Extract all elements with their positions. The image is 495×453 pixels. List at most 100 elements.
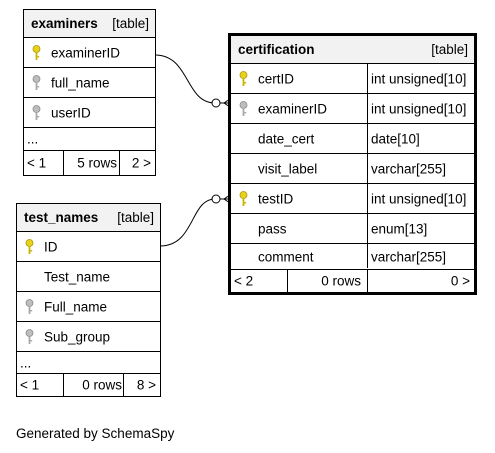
column-name: full_name <box>51 75 110 90</box>
column-row-pass[interactable]: pass enum[13] <box>231 214 474 243</box>
divider <box>231 243 474 244</box>
table-footer: < 1 0 rows 8 > <box>17 374 160 396</box>
column-row-ID[interactable]: ID <box>17 232 160 261</box>
column-row-visit_label[interactable]: visit_label varchar[255] <box>231 154 474 183</box>
index-key-icon <box>25 298 34 314</box>
divider <box>231 123 474 124</box>
divider <box>123 374 124 396</box>
primary-key-icon <box>25 238 34 254</box>
column-row-Full_name[interactable]: Full_name <box>17 292 160 321</box>
divider <box>231 183 474 184</box>
divider <box>231 153 474 154</box>
table-kind: [table] <box>431 42 468 57</box>
divider <box>231 269 474 270</box>
column-row-certID[interactable]: certID int unsigned[10] <box>231 64 474 93</box>
column-name: Test_name <box>44 269 111 284</box>
edge-zero-marker <box>211 98 221 108</box>
column-name: visit_label <box>258 161 318 176</box>
column-type: int unsigned[10] <box>371 191 467 206</box>
column-row-comment[interactable]: comment varchar[255] <box>231 244 474 269</box>
column-name: ID <box>44 239 58 254</box>
index-key-icon <box>32 74 41 90</box>
footer-rows: 0 rows <box>82 377 122 393</box>
footer-parents: < 1 <box>20 377 40 393</box>
ellipsis-row: ... <box>17 352 160 373</box>
column-name: certID <box>258 71 295 86</box>
primary-key-icon <box>239 70 248 86</box>
more-columns-ellipsis: ... <box>27 131 39 147</box>
divider <box>367 270 368 292</box>
divider <box>17 351 160 352</box>
column-name: Sub_group <box>44 329 111 344</box>
column-row-examinerID[interactable]: examinerID <box>24 38 155 67</box>
column-type: int unsigned[10] <box>371 71 467 86</box>
table-test_names[interactable]: test_names [table] ID Test_name Full_nam… <box>16 203 161 397</box>
column-name: examinerID <box>51 45 121 60</box>
footer-children: 2 > <box>131 155 151 171</box>
table-footer: < 1 5 rows 2 > <box>24 151 155 175</box>
column-name: pass <box>258 221 287 236</box>
divider <box>24 150 155 151</box>
footer-children: 8 > <box>136 377 156 393</box>
more-columns-ellipsis: ... <box>20 355 32 370</box>
index-key-icon <box>239 100 248 116</box>
divider <box>231 93 474 94</box>
index-key-icon <box>25 328 34 344</box>
edge-zero-marker <box>211 194 221 204</box>
edge-test-names-certification <box>159 198 230 247</box>
column-name: Full_name <box>44 299 108 314</box>
divider <box>231 213 474 214</box>
table-header: certification [table] <box>231 36 474 64</box>
divider <box>17 321 160 322</box>
footer-parents: < 1 <box>27 155 47 171</box>
column-name: examinerID <box>258 101 328 116</box>
index-key-icon <box>32 104 41 120</box>
divider <box>17 373 160 374</box>
edge-examiners-certification <box>154 54 230 104</box>
divider <box>119 151 120 175</box>
column-name: date_cert <box>258 131 315 146</box>
table-name: test_names <box>24 210 99 225</box>
column-type-divider <box>367 64 368 268</box>
table-examiners[interactable]: examiners [table] examinerID full_name u… <box>23 9 156 176</box>
footer-children: 0 > <box>450 273 470 289</box>
column-type: enum[13] <box>371 221 428 236</box>
divider <box>17 261 160 262</box>
divider <box>63 374 64 396</box>
divider <box>287 270 288 292</box>
table-name: examiners <box>31 16 98 31</box>
ellipsis-row: ... <box>24 128 155 150</box>
table-name: certification <box>238 42 315 57</box>
column-row-full_name[interactable]: full_name <box>24 68 155 97</box>
generated-by-label: Generated by SchemaSpy <box>16 426 175 441</box>
divider <box>24 127 155 128</box>
column-type: date[10] <box>371 131 420 146</box>
footer-rows: 0 rows <box>321 273 361 289</box>
table-header: examiners [table] <box>24 10 155 38</box>
footer-rows: 5 rows <box>77 155 117 171</box>
column-row-date_cert[interactable]: date_cert date[10] <box>231 124 474 153</box>
column-type: varchar[255] <box>371 161 447 176</box>
column-row-Test_name[interactable]: Test_name <box>17 262 160 291</box>
column-row-userID[interactable]: userID <box>24 98 155 127</box>
footer-parents: < 2 <box>234 273 254 289</box>
primary-key-icon <box>239 190 248 206</box>
table-header: test_names [table] <box>17 204 160 232</box>
column-type: int unsigned[10] <box>371 101 467 116</box>
column-name: comment <box>258 249 314 264</box>
column-row-Sub_group[interactable]: Sub_group <box>17 322 160 351</box>
table-footer: < 2 0 rows 0 > <box>231 270 474 292</box>
column-row-testID[interactable]: testID int unsigned[10] <box>231 184 474 213</box>
column-type: varchar[255] <box>371 249 447 264</box>
divider <box>17 291 160 292</box>
divider <box>63 151 64 175</box>
column-name: testID <box>258 191 294 206</box>
divider <box>24 97 155 98</box>
column-row-examinerID[interactable]: examinerID int unsigned[10] <box>231 94 474 123</box>
table-kind: [table] <box>112 16 149 31</box>
table-certification[interactable]: certification [table] certID int unsigne… <box>228 33 477 295</box>
primary-key-icon <box>32 44 41 60</box>
divider <box>24 67 155 68</box>
column-name: userID <box>51 105 91 120</box>
